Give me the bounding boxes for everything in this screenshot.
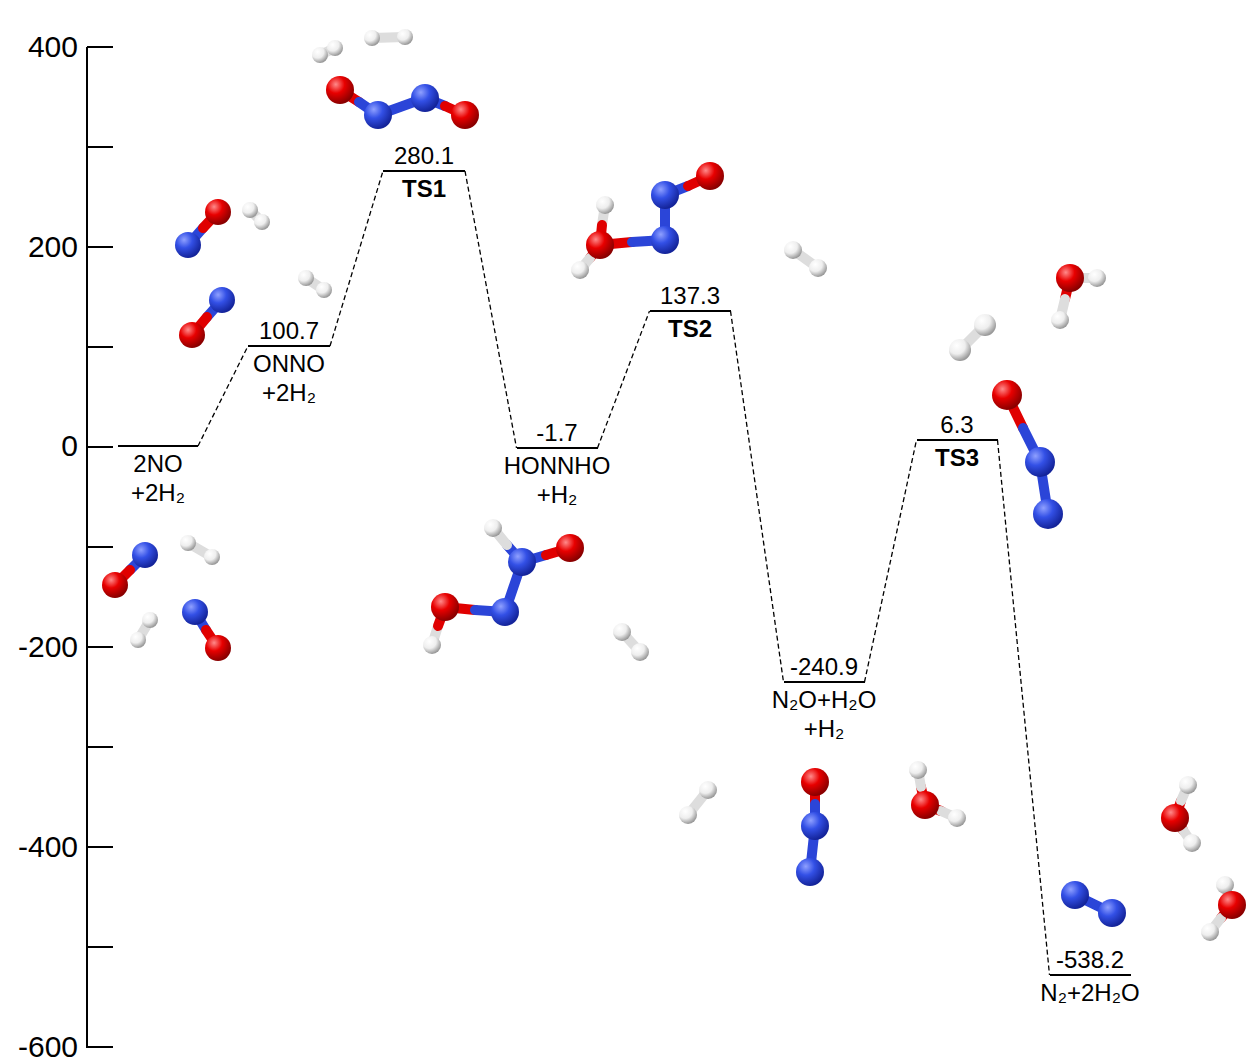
- dashed-connector: [731, 311, 784, 682]
- energy-level: -538.2N₂+2H₂O: [1010, 946, 1170, 1007]
- energy-value: 280.1: [374, 142, 474, 170]
- state-label: N₂+2H₂O: [1015, 979, 1165, 1008]
- energy-value: -1.7: [480, 419, 634, 447]
- axis-tick-label: -200: [0, 632, 78, 662]
- state-label-bold: TS1: [379, 175, 469, 204]
- level-line: [650, 310, 731, 312]
- dashed-connector: [330, 171, 383, 346]
- axis-tick-label: 400: [0, 32, 78, 62]
- state-label: 2NO +2H₂: [116, 450, 200, 508]
- state-label: HONNHO +H₂: [485, 452, 629, 510]
- dashed-connector: [865, 440, 917, 682]
- energy-level: 280.1TS1: [374, 142, 474, 203]
- energy-value: -538.2: [1010, 946, 1170, 974]
- level-line: [517, 447, 598, 449]
- dashed-connector: [465, 171, 517, 448]
- energy-level: 137.3TS2: [640, 282, 740, 343]
- level-line: [383, 170, 465, 172]
- state-label-bold: TS2: [645, 315, 735, 344]
- energy-level: 6.3TS3: [907, 411, 1007, 472]
- level-line: [248, 345, 330, 347]
- energy-level: -1.7HONNHO +H₂: [480, 419, 634, 509]
- energy-value: 100.7: [238, 317, 340, 345]
- level-line: [917, 439, 998, 441]
- dashed-connector: [198, 346, 248, 446]
- axis-tick-label: 0: [0, 431, 78, 461]
- bonds: [115, 37, 1232, 932]
- axis-tick-label: 200: [0, 232, 78, 262]
- energy-level: 100.7ONNO +2H₂: [238, 317, 340, 407]
- dashed-connector: [998, 440, 1050, 975]
- level-line: [118, 445, 198, 447]
- dashed-connector: [598, 311, 650, 448]
- energy-level: -240.9N₂O+H₂O +H₂: [752, 653, 896, 743]
- atoms: [102, 29, 1246, 941]
- axis-tick-label: -600: [0, 1032, 78, 1062]
- level-line: [784, 681, 865, 683]
- state-label-bold: TS3: [912, 444, 1002, 473]
- energy-value: 137.3: [640, 282, 740, 310]
- energy-axis: [87, 47, 113, 1048]
- energy-value: -240.9: [752, 653, 896, 681]
- state-label: ONNO +2H₂: [243, 350, 335, 408]
- level-line: [1050, 974, 1131, 976]
- axis-tick-label: -400: [0, 832, 78, 862]
- energy-value: 6.3: [907, 411, 1007, 439]
- energy-level: 2NO +2H₂: [111, 445, 205, 508]
- state-label: N₂O+H₂O +H₂: [757, 686, 891, 744]
